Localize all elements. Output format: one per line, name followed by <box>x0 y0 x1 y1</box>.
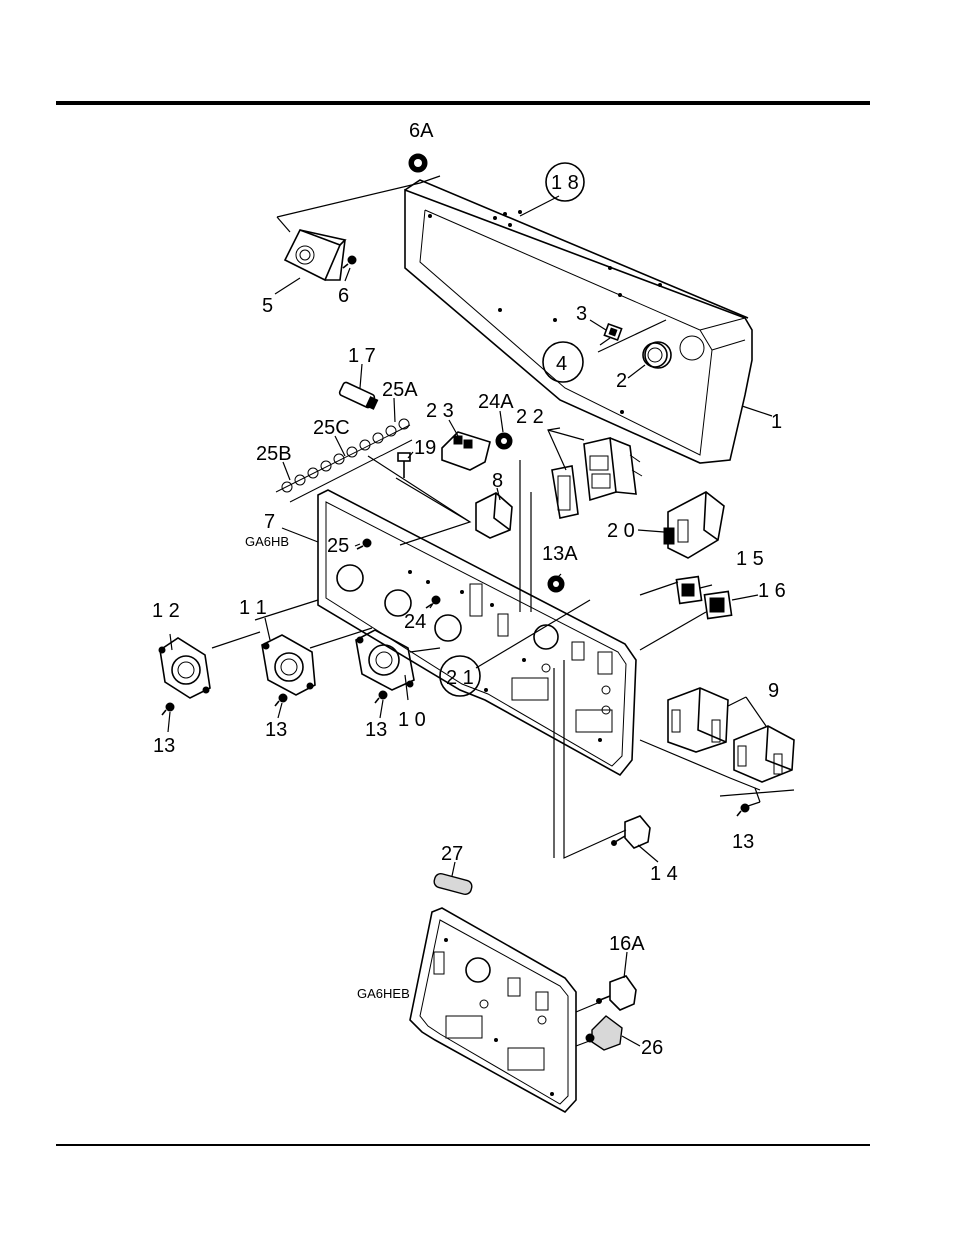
knob-part-26 <box>586 1016 622 1050</box>
receptacle-box-part-5 <box>285 230 345 280</box>
callout-27: 27 <box>441 843 463 865</box>
toggle-switch-part-14 <box>612 816 651 848</box>
callout-13-c: 13 <box>365 719 387 741</box>
model-label-ga6hb: GA6HB <box>245 534 289 549</box>
callout-26: 26 <box>641 1037 663 1059</box>
nut-part-24a <box>496 433 512 449</box>
callout-4: 4 <box>556 353 567 375</box>
breaker-part-23 <box>442 432 490 470</box>
screw-part-19 <box>398 453 410 478</box>
callout-2: 2 <box>616 370 627 392</box>
callout-1: 1 <box>771 411 782 433</box>
callout-24: 24 <box>404 611 426 633</box>
callout-25a: 25A <box>382 379 418 401</box>
callout-16a: 16A <box>609 933 645 955</box>
callout-9: 9 <box>768 680 779 702</box>
receptacle-part-11 <box>262 635 315 695</box>
callout-18: 1 8 <box>551 172 579 194</box>
callout-12: 1 2 <box>152 600 180 622</box>
receptacle-part-12 <box>159 638 210 698</box>
model-label-ga6heb: GA6HEB <box>357 986 410 1001</box>
nut-part-6a <box>409 154 427 172</box>
callout-25c: 25C <box>313 417 350 439</box>
callout-14: 1 4 <box>650 863 678 885</box>
callout-21: 2 1 <box>446 667 474 689</box>
callout-23: 2 3 <box>426 400 454 422</box>
callout-10: 1 0 <box>398 709 426 731</box>
alt-front-panel <box>410 908 576 1112</box>
small-switch-part-3 <box>604 324 621 340</box>
toggle-switch-part-16a <box>597 976 637 1010</box>
switch-part-16 <box>704 591 731 618</box>
callout-20: 2 0 <box>607 520 635 542</box>
callout-11: 1 1 <box>239 597 267 619</box>
callout-19: 19 <box>414 437 436 459</box>
cover-part-8 <box>476 493 512 538</box>
callout-13-a: 13 <box>153 735 175 757</box>
relay-part-9-a <box>668 688 728 752</box>
fuse-part-27 <box>433 872 473 895</box>
screw-part-24 <box>426 596 440 608</box>
callout-6a: 6A <box>409 120 434 142</box>
screw-part-13-c <box>375 691 387 703</box>
relay-part-9-b <box>734 726 794 782</box>
breaker-part-20 <box>664 492 724 558</box>
nut-part-13a <box>548 576 564 592</box>
switch-part-15 <box>676 577 701 604</box>
plug-part-17 <box>339 381 378 409</box>
callout-7: 7 <box>264 511 275 533</box>
callout-15: 1 5 <box>736 548 764 570</box>
callout-24a: 24A <box>478 391 514 413</box>
callout-3: 3 <box>576 303 587 325</box>
callout-25: 25 <box>327 535 349 557</box>
callout-13a: 13A <box>542 543 578 565</box>
callout-5: 5 <box>262 295 273 317</box>
callout-22: 2 2 <box>516 406 544 428</box>
callout-13-d: 13 <box>732 831 754 853</box>
screw-part-13-a <box>162 703 174 715</box>
callout-8: 8 <box>492 470 503 492</box>
callout-6: 6 <box>338 285 349 307</box>
callout-16: 1 6 <box>758 580 786 602</box>
callout-13-b: 13 <box>265 719 287 741</box>
outlet-assembly-part-22 <box>552 438 642 518</box>
screw-part-6 <box>343 256 356 268</box>
callout-25b: 25B <box>256 443 292 465</box>
callout-17: 1 7 <box>348 345 376 367</box>
screw-part-13-b <box>275 694 287 706</box>
screw-part-13-d <box>737 804 749 816</box>
